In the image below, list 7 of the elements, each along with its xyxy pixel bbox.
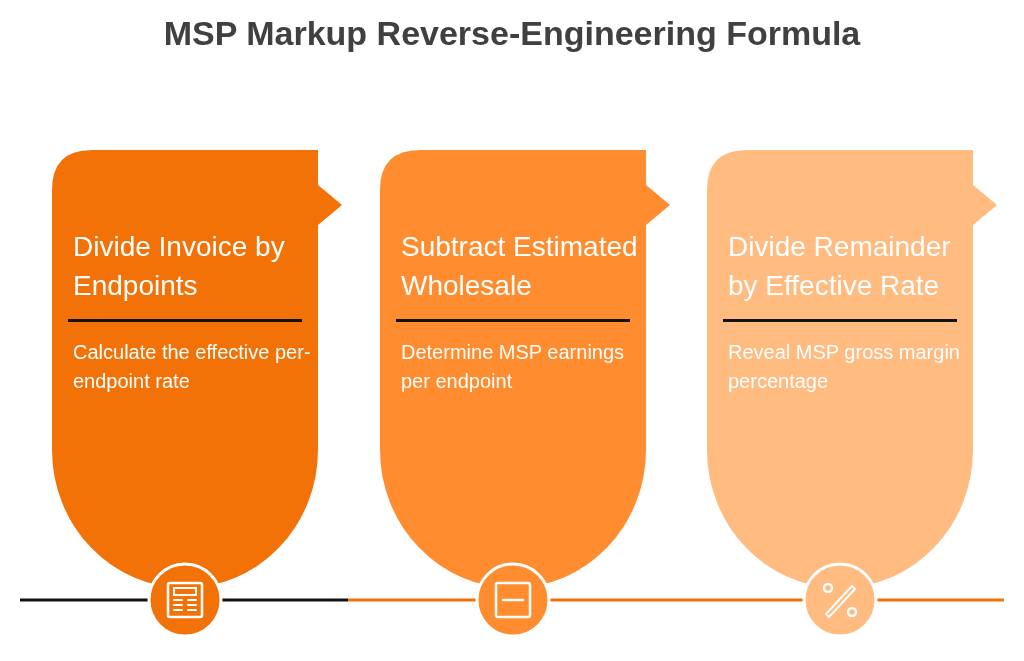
step-heading: Divide Invoice by Endpoints [73, 230, 286, 303]
step-heading: Subtract Estimated Wholesale [401, 230, 639, 303]
step-heading: Divide Remainder by Effective Rate [728, 230, 952, 303]
step-description: Determine MSP earnings per endpoint [401, 340, 626, 394]
diagram-title: MSP Markup Reverse-Engineering Formula [162, 14, 862, 53]
step-description: Reveal MSP gross margin percentage [728, 340, 961, 394]
step-description: Calculate the effective per-endpoint rate [73, 340, 312, 394]
